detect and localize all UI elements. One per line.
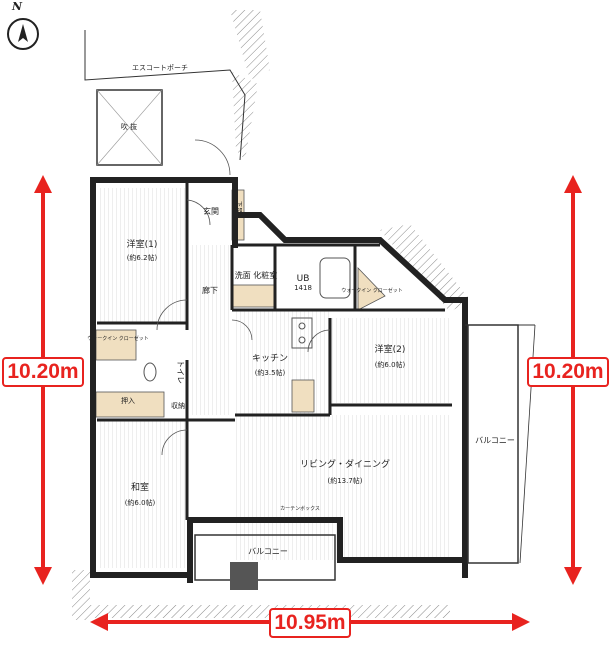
label-washitsu: 和室 <box>131 481 149 493</box>
label-kitchen-size: (約3.5帖) <box>255 368 286 377</box>
dimension-bottom-label: 10.95m <box>269 608 351 638</box>
label-toilet: トイレ <box>176 360 185 384</box>
label-porch: エスコートポーチ <box>132 64 188 72</box>
label-western1: 洋室(1) <box>127 238 158 250</box>
label-ub-size: 1418 <box>294 284 312 292</box>
label-washitsu-size: (約6.0帖) <box>125 498 156 507</box>
compass-icon <box>7 18 39 50</box>
dimension-left-label: 10.20m <box>2 357 84 387</box>
label-living-size: (約13.7帖) <box>327 476 362 485</box>
label-western2-size: (約6.0帖) <box>375 360 406 369</box>
label-walkin1: ウォークイン クローゼット <box>87 335 149 342</box>
label-hallway: 廊下 <box>202 285 218 295</box>
label-ub: UB <box>297 274 310 284</box>
label-balcony-south: バルコニー <box>248 547 288 556</box>
compass-label: N <box>12 0 23 13</box>
label-void: 吹 抜 <box>121 122 137 131</box>
label-small-closet: 収納 <box>171 401 185 410</box>
label-curtain-box: カーテンボックス <box>280 505 320 512</box>
label-western1-size: (約6.2帖) <box>127 253 158 262</box>
label-kitchen: キッチン <box>252 353 288 364</box>
label-shoe-closet: 下足入 <box>235 201 242 219</box>
label-entrance: 玄関 <box>203 206 219 216</box>
label-western2: 洋室(2) <box>375 343 406 355</box>
label-walkin2: ウォークイン クローゼット <box>341 287 403 294</box>
label-living: リビング・ダイニング <box>300 458 390 470</box>
label-washroom: 洗面 化粧室 <box>235 270 278 280</box>
label-balcony-east: バルコニー <box>475 436 515 445</box>
label-oshiire: 押入 <box>121 396 135 405</box>
dimension-right-label: 10.20m <box>527 357 609 387</box>
